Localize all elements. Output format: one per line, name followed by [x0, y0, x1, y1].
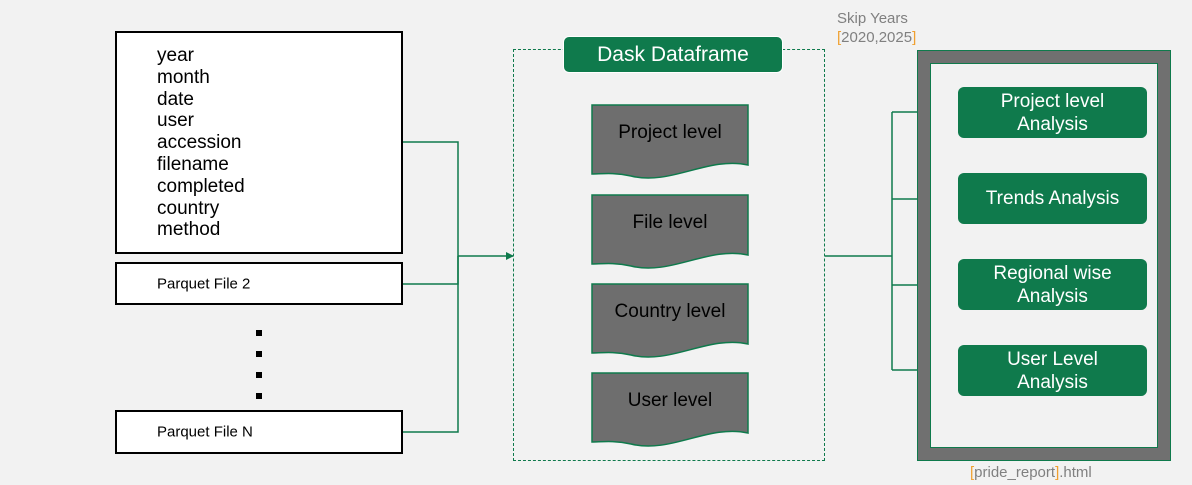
connector-parquet-1	[403, 141, 459, 256]
analysis-user-level: User Level Analysis	[958, 345, 1147, 396]
document-shape	[591, 283, 749, 358]
analysis-project-level-label: Project level Analysis	[1000, 90, 1105, 135]
doc-country-level: Country level	[591, 283, 749, 359]
parquet-file-2-label: Parquet File 2	[157, 275, 251, 292]
doc-user-level-label: User level	[627, 389, 713, 411]
document-shape	[591, 104, 749, 179]
parquet-file-2: Parquet File 2	[115, 262, 403, 305]
report-ext: .html	[1059, 464, 1092, 481]
analysis-user-level-label: User Level Analysis	[1007, 348, 1098, 393]
analysis-regional-label: Regional wise Analysis	[993, 262, 1112, 307]
skip-years-bracket-open: [	[837, 29, 842, 46]
ellipsis-dot	[256, 330, 262, 336]
analysis-regional: Regional wise Analysis	[958, 259, 1147, 310]
report-filename: [pride_report].html	[970, 464, 1092, 481]
field-country: country	[157, 197, 220, 219]
skip-years-range: 2020,2025	[841, 29, 913, 46]
dask-dataframe-title: Dask Dataframe	[563, 36, 783, 73]
ellipsis-dot	[256, 393, 262, 399]
connector-parquet-n	[403, 256, 459, 433]
doc-project-level-label: Project level	[618, 121, 722, 143]
doc-country-level-label: Country level	[614, 300, 726, 322]
document-shape	[591, 372, 749, 447]
analysis-trends-label: Trends Analysis	[985, 188, 1120, 209]
field-filename: filename	[157, 153, 229, 175]
analysis-trends: Trends Analysis	[958, 173, 1147, 224]
document-shape	[591, 194, 749, 269]
report-bracket-close: ]	[1055, 464, 1060, 481]
doc-file-level: File level	[591, 194, 749, 270]
skip-years-label: Skip Years	[837, 10, 908, 27]
ellipsis-dot	[256, 372, 262, 378]
doc-file-level-label: File level	[632, 211, 708, 233]
analysis-project-level: Project level Analysis	[958, 87, 1147, 138]
doc-project-level: Project level	[591, 104, 749, 180]
parquet-file-n-label: Parquet File N	[157, 423, 253, 441]
connector-parquet-2	[403, 256, 459, 285]
ellipsis-dot	[256, 351, 262, 357]
parquet-file-n: Parquet File N	[115, 410, 403, 454]
field-user: user	[157, 110, 194, 132]
field-date: date	[157, 88, 194, 110]
field-completed: completed	[157, 175, 245, 197]
field-year: year	[157, 45, 194, 66]
parquet-file-1: year month date user accession filename …	[115, 31, 403, 254]
skip-years-values: [2020,2025]	[837, 28, 916, 47]
skip-years-note: Skip Years [2020,2025]	[837, 9, 916, 47]
report-bracket-open: [	[970, 464, 975, 481]
schema-field-list: year month date user accession filename …	[157, 45, 245, 241]
report-name: pride_report	[974, 464, 1056, 481]
doc-user-level: User level	[591, 372, 749, 448]
field-month: month	[157, 66, 210, 88]
skip-years-bracket-close: ]	[912, 29, 917, 46]
field-accession: accession	[157, 132, 242, 154]
field-method: method	[157, 219, 221, 241]
dask-dataframe-title-text: Dask Dataframe	[597, 42, 749, 66]
